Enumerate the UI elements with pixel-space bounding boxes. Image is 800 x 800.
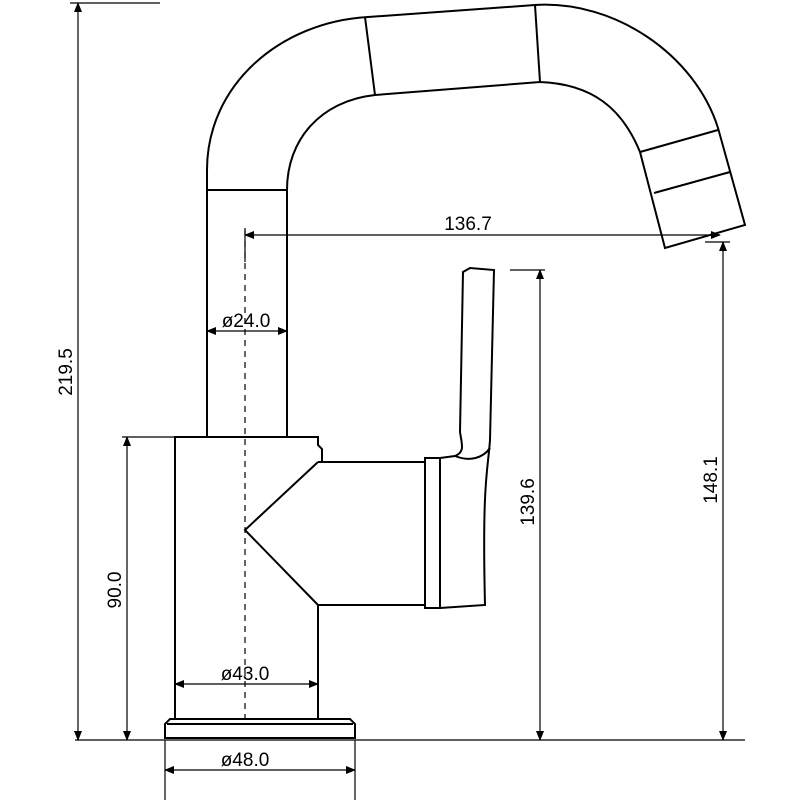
base-plate — [164, 718, 356, 739]
handle-height-dimension: 139.6 — [510, 269, 545, 741]
outlet-height-dimension: 148.1 — [701, 241, 730, 741]
spout — [206, 3, 747, 437]
total-height-label: 219.5 — [56, 348, 77, 396]
spout-reach-label: 136.7 — [444, 214, 492, 235]
body-height-dimension: 90.0 — [105, 436, 175, 741]
handle-height-label: 139.6 — [518, 478, 539, 526]
base-diameter-dimension: ø48.0 — [164, 740, 356, 800]
spout-diameter-label: ø24.0 — [222, 311, 271, 332]
body-diameter-dimension: ø43.0 — [174, 664, 319, 688]
base-diameter-label: ø48.0 — [221, 750, 270, 771]
mixer-handle — [318, 266, 496, 609]
total-height-dimension: 219.5 — [56, 2, 160, 741]
outlet-height-label: 148.1 — [701, 456, 722, 504]
spout-diameter-dimension: ø24.0 — [206, 311, 288, 335]
spout-reach-dimension: 136.7 — [244, 214, 721, 262]
body-height-label: 90.0 — [105, 572, 126, 609]
